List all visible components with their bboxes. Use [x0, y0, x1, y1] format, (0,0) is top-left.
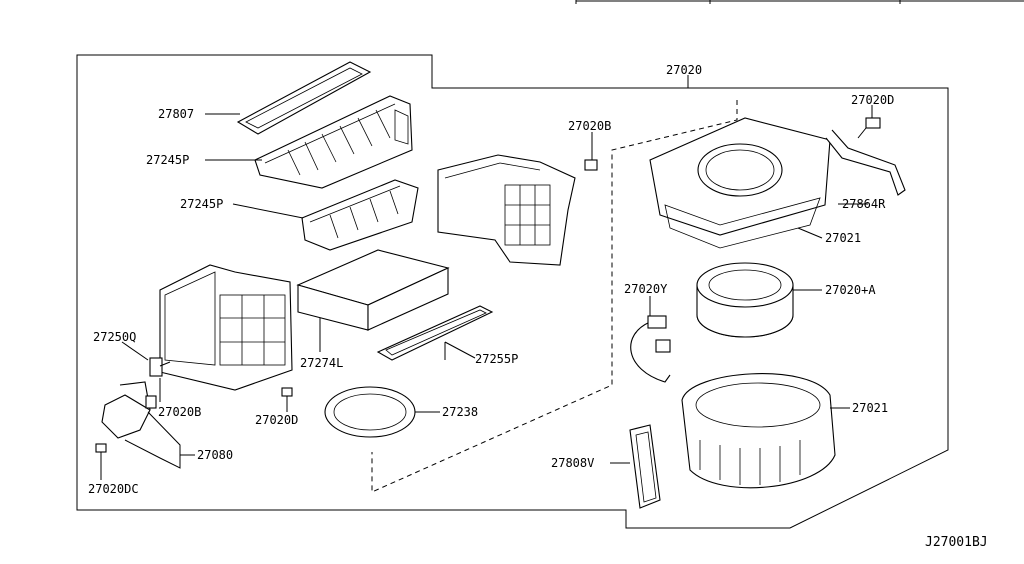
part-27250q-actuator-link: [149, 357, 171, 377]
frame-corner: [575, 0, 1024, 4]
callout-27864r: 27864R: [842, 197, 886, 211]
part-27020b-clip-bottom: [145, 395, 157, 409]
part-27807-seal: [236, 61, 372, 135]
callout-27245p-lower: 27245P: [180, 197, 223, 211]
part-27021-upper-case: [649, 117, 831, 249]
callout-27020y: 27020Y: [624, 282, 668, 296]
callout-27238: 27238: [442, 405, 478, 419]
part-27020a-blower-motor: [696, 262, 794, 338]
callout-27020d-bottom: 27020D: [255, 413, 298, 427]
callout-27245p-upper: 27245P: [146, 153, 189, 167]
callout-27020: 27020: [666, 63, 702, 77]
callout-27255p: 27255P: [475, 352, 518, 366]
part-27255p-cover: [376, 305, 494, 361]
callout-27021-bottom: 27021: [852, 401, 888, 415]
part-heater-unit: [159, 264, 293, 391]
callout-27020a: 27020+A: [825, 283, 876, 297]
callout-27020d-top: 27020D: [851, 93, 894, 107]
part-27020y-harness: [630, 315, 671, 383]
part-27238-ring: [324, 386, 416, 438]
part-27808v-gasket: [629, 424, 661, 509]
callout-27020dc: 27020DC: [88, 482, 139, 496]
part-27245p-lower-duct: [301, 179, 419, 251]
diagram-code: J27001BJ: [925, 535, 988, 550]
part-intake-housing: [437, 154, 576, 266]
callout-27020b-top: 27020B: [568, 119, 611, 133]
part-27245p-upper-duct: [254, 95, 413, 189]
callout-27021-top: 27021: [825, 231, 861, 245]
part-27020b-clip-top: [584, 159, 598, 171]
part-27864r-bracket: [825, 129, 906, 196]
part-27274l-filter: [296, 249, 450, 331]
part-27020d-screw-top: [857, 117, 881, 139]
assembly-boundary: [76, 54, 949, 529]
callout-27250q: 27250Q: [93, 330, 136, 344]
part-27020dc-screw: [95, 443, 107, 458]
part-27021-lower-case: [681, 373, 836, 489]
callout-27274l: 27274L: [300, 356, 343, 370]
callout-27808v: 27808V: [551, 456, 594, 470]
leader-lines: [100, 75, 873, 480]
part-27020d-screw-bottom: [281, 387, 293, 402]
callout-27020b-bottom: 27020B: [158, 405, 201, 419]
callout-27807: 27807: [158, 107, 194, 121]
subassembly-dashed-boundary: [371, 100, 738, 493]
part-27080-actuator: [101, 381, 151, 439]
callout-27080: 27080: [197, 448, 233, 462]
